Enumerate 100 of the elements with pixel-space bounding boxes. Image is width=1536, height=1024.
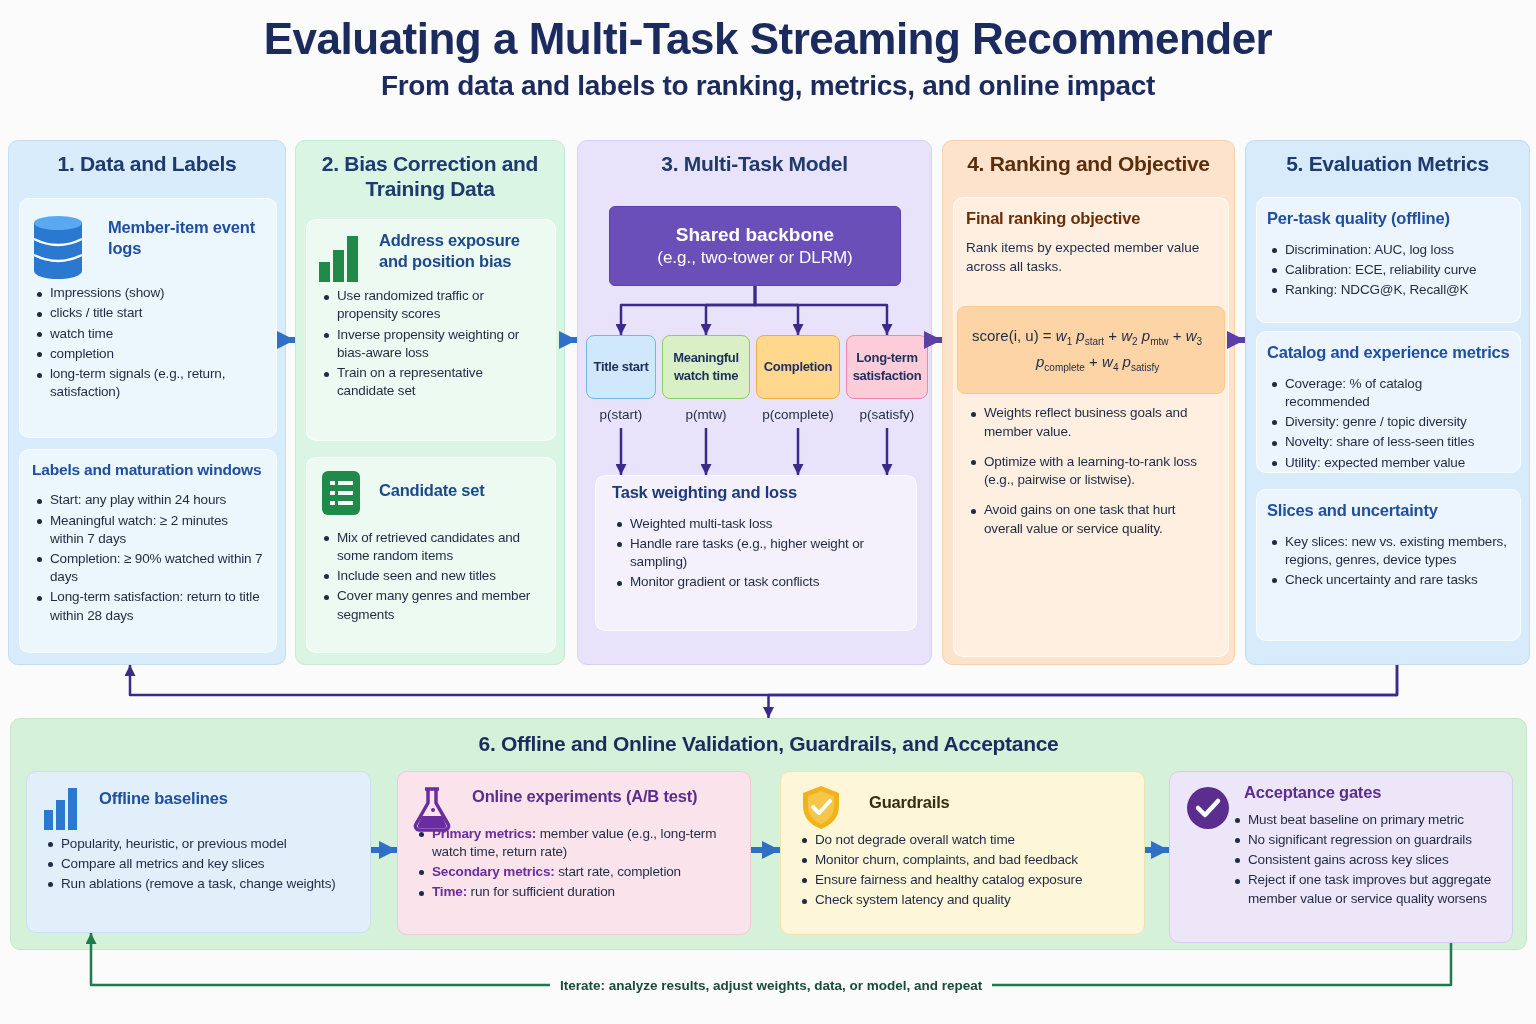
info-card xyxy=(780,771,1145,935)
title: Evaluating a Multi-Task Streaming Recommender xyxy=(262,14,1274,64)
info-card xyxy=(1169,771,1513,943)
connector-arrow xyxy=(700,428,712,475)
bullet-item: Meaningful watch: ≥ 2 minutes within 7 days xyxy=(36,511,264,549)
task-label: Meaningful watch time xyxy=(672,349,740,385)
task-box xyxy=(662,335,750,399)
card-heading: Catalog and experience metrics xyxy=(1267,342,1510,363)
box-title: Shared backbone xyxy=(675,222,835,247)
info-card xyxy=(306,457,556,653)
task-label: Long-term satisfaction xyxy=(851,349,923,385)
connector-arrow xyxy=(792,428,804,475)
connector-arrow xyxy=(763,665,1399,718)
bullet-item: Must beat baseline on primary metric xyxy=(1234,810,1496,829)
block-arrow xyxy=(371,841,397,859)
bullet-item: Inverse propensity weighting or bias-aware loss xyxy=(323,325,543,363)
bullet-item: Run ablations (remove a task, change weights) xyxy=(47,875,354,894)
bullet-item: Handle rare tasks (e.g., higher weight or sampling) xyxy=(616,534,900,572)
task-label: Title start xyxy=(593,358,649,376)
probability-label: p(satisfy) xyxy=(858,407,916,422)
panel-title: 4. Ranking and Objective xyxy=(966,151,1211,177)
card-heading: Acceptance gates xyxy=(1244,782,1383,803)
task-box xyxy=(756,335,840,399)
bullet-item: Do not degrade overall watch time xyxy=(801,830,1128,849)
bullet-item: Discrimination: AUC, log loss xyxy=(1271,240,1510,259)
connector-arrow xyxy=(881,428,893,475)
bullet-item: No significant regression on guardrails xyxy=(1234,830,1496,850)
connector-arrow xyxy=(753,286,893,335)
formula-box xyxy=(957,306,1225,394)
bullet-item: Consistent gains across key slices xyxy=(1234,851,1496,870)
section-panel xyxy=(1245,140,1530,665)
bullet-item: Calibration: ECE, reliability curve xyxy=(1271,260,1510,280)
bullet-item: Impressions (show) xyxy=(36,284,264,303)
bullet-item: clicks / title start xyxy=(36,304,264,323)
probability-label: p(mtw) xyxy=(684,407,728,422)
section-panel xyxy=(10,718,1527,950)
bullet-item: Long-term satisfaction: return to title within 28 days xyxy=(36,588,264,625)
block-arrow xyxy=(924,331,942,349)
bullet-item: Monitor gradient or task conflicts xyxy=(616,573,900,592)
info-card xyxy=(953,197,1229,657)
panel-title: 3. Multi-Task Model xyxy=(660,151,849,177)
task-box xyxy=(586,335,656,399)
connector-arrow xyxy=(615,428,627,475)
card-heading: Candidate set xyxy=(379,480,486,501)
bullet-item: Primary metrics: member value (e.g., long-term watch time, return rate) xyxy=(418,824,734,862)
bullet-item: Coverage: % of catalog recommended xyxy=(1271,374,1510,412)
section-panel xyxy=(577,140,932,665)
section-panel xyxy=(295,140,565,665)
card-heading: Online experiments (A/B test) xyxy=(472,786,699,807)
bullet-item: Novelty: share of less-seen titles xyxy=(1271,433,1510,452)
card-heading: Task weighting and loss xyxy=(612,482,798,503)
bullet-item: Mix of retrieved candidates and some random items xyxy=(323,528,543,566)
bullet-item: Use randomized traffic or propensity scores xyxy=(323,287,543,324)
bullet-item: Train on a representative candidate set xyxy=(323,364,543,401)
bullet-item: Diversity: genre / topic diversity xyxy=(1271,413,1510,432)
bullet-item: Avoid gains on one task that hurt overall value or service quality. xyxy=(970,501,1216,538)
model-box xyxy=(609,206,901,286)
section-panel xyxy=(8,140,286,665)
probability-label: p(complete) xyxy=(761,407,835,422)
probability-label: p(start) xyxy=(598,407,644,422)
info-card xyxy=(306,219,556,441)
info-card xyxy=(1256,489,1521,641)
bullet-item: Check uncertainty and rare tasks xyxy=(1271,571,1510,590)
bullet-item: Completion: ≥ 90% watched within 7 days xyxy=(36,550,264,587)
bullet-item: Key slices: new vs. existing members, regions, genres, device types xyxy=(1271,532,1510,570)
card-heading: Per-task quality (offline) xyxy=(1267,208,1451,229)
bullet-item: Reject if one task improves but aggregate member value or service quality worsens xyxy=(1234,871,1496,908)
info-card xyxy=(1256,197,1521,323)
info-card xyxy=(397,771,751,935)
block-arrow xyxy=(1145,841,1169,859)
info-card xyxy=(1256,331,1521,473)
bullet-item: Cover many genres and member segments xyxy=(323,587,543,624)
block-arrow xyxy=(559,331,577,349)
bullet-item: Ranking: NDCG@K, Recall@K xyxy=(1271,281,1510,300)
bullet-item: Start: any play within 24 hours xyxy=(36,491,264,510)
block-arrow xyxy=(1227,331,1245,349)
task-label: Completion xyxy=(763,358,833,376)
card-heading: Final ranking objective xyxy=(966,208,1142,229)
bullet-item: Monitor churn, complaints, and bad feedback xyxy=(801,850,1128,870)
info-card xyxy=(595,475,917,631)
panel-title: 1. Data and Labels xyxy=(56,151,238,177)
box-subtitle: (e.g., two-tower or DLRM) xyxy=(657,247,853,270)
card-heading: Member-item event logs xyxy=(108,217,256,259)
bullet-item: Check system latency and quality xyxy=(801,891,1128,910)
bullet-item: Weights reflect business goals and member value. xyxy=(970,404,1216,441)
card-heading: Address exposure and position bias xyxy=(379,230,521,272)
bullet-item: Popularity, heuristic, or previous model xyxy=(47,834,354,853)
bullet-item: Ensure fairness and healthy catalog exposure xyxy=(801,871,1128,890)
card-heading: Offline baselines xyxy=(99,788,229,809)
info-card xyxy=(19,449,277,653)
bullet-item: Compare all metrics and key slices xyxy=(47,854,354,874)
info-card xyxy=(26,771,371,933)
block-arrow xyxy=(751,841,780,859)
info-card xyxy=(19,198,277,438)
panel-title: 5. Evaluation Metrics xyxy=(1285,151,1490,177)
subtitle: From data and labels to ranking, metrics, and online impact xyxy=(379,70,1157,102)
card-heading: Labels and maturation windows xyxy=(32,460,263,480)
formula: score(i, u) = w$_{1}$ p$_{start}$ + w$_{2}$ p$_{mtw}$ + w$_{3}$ p$_{complete}$ + w$_{4}$ p$_{satisfy}$ xyxy=(971,325,1204,375)
bullet-item: watch time xyxy=(36,324,264,343)
bullet-item: Weighted multi-task loss xyxy=(616,514,900,533)
